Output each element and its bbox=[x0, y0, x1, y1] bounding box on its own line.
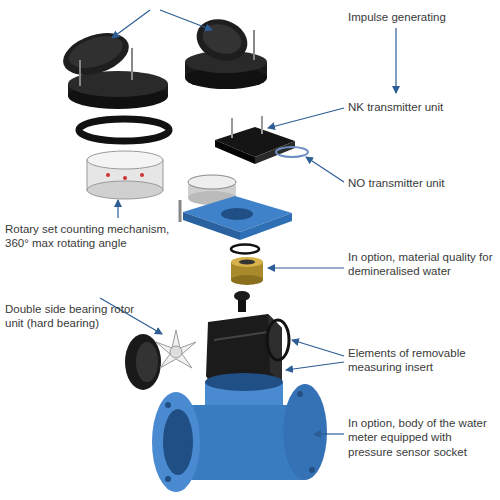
callout-label: NK transmitter unit bbox=[348, 100, 496, 114]
spindle-parts bbox=[234, 291, 250, 312]
callout-label: Double side bearing rotor unit (hard bea… bbox=[5, 302, 155, 331]
callout-label: In option, material quality for deminera… bbox=[348, 250, 493, 279]
callout-label: In option, body of the water meter equip… bbox=[348, 416, 496, 459]
blue-flange-plate bbox=[183, 196, 292, 240]
sealing-ring bbox=[79, 119, 169, 141]
measuring-insert bbox=[206, 314, 289, 392]
o-ring bbox=[231, 245, 259, 254]
callout-label: Elements of removable measuring insert bbox=[348, 346, 493, 375]
callout-label: Rotary set counting mechanism, 360° max … bbox=[5, 222, 180, 251]
meter-body bbox=[152, 373, 327, 492]
rotor-unit bbox=[125, 330, 196, 390]
callout-label: Impulse generating bbox=[348, 10, 496, 24]
callout-label: NO transmitter unit bbox=[348, 176, 496, 190]
counting-mechanism bbox=[87, 151, 163, 199]
transmitter-unit bbox=[215, 116, 308, 164]
bushing bbox=[231, 257, 263, 285]
